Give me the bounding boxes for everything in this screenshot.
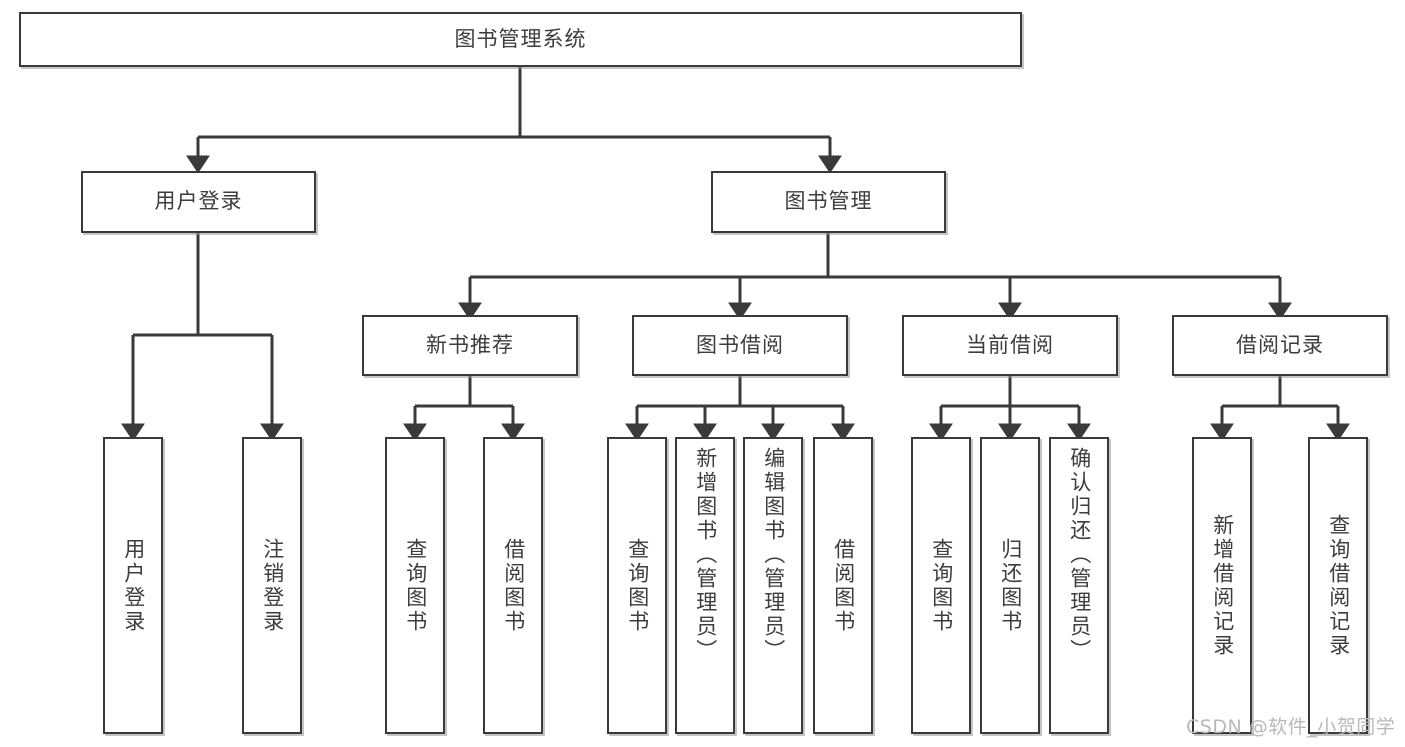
node-leaf-user-login[interactable]: 用户登录 bbox=[103, 437, 163, 734]
node-label: 确认归还（管理员） bbox=[1067, 447, 1092, 663]
node-leaf-logout-login[interactable]: 注销登录 bbox=[242, 437, 302, 734]
node-label: 新增图书（管理员） bbox=[693, 447, 718, 663]
node-borrow-record[interactable]: 借阅记录 bbox=[1172, 315, 1388, 376]
node-label: 新书推荐 bbox=[426, 332, 514, 357]
node-book-borrow[interactable]: 图书借阅 bbox=[632, 315, 848, 376]
node-label: 用户登录 bbox=[121, 537, 146, 634]
node-label: 用户登录 bbox=[154, 189, 243, 214]
node-root-book-management-system[interactable]: 图书管理系统 bbox=[19, 12, 1022, 67]
node-label: 查询图书 bbox=[403, 537, 428, 634]
node-label: 借阅记录 bbox=[1236, 332, 1324, 357]
node-label: 注销登录 bbox=[260, 537, 285, 634]
node-leaf-edit-book-admin[interactable]: 编辑图书（管理员） bbox=[743, 437, 803, 734]
node-leaf-add-book-admin[interactable]: 新增图书（管理员） bbox=[675, 437, 735, 734]
node-label: 查询图书 bbox=[625, 537, 650, 634]
node-label: 查询借阅记录 bbox=[1326, 513, 1351, 658]
node-user-login[interactable]: 用户登录 bbox=[81, 171, 316, 233]
node-label: 借阅图书 bbox=[501, 537, 526, 634]
node-leaf-return-book[interactable]: 归还图书 bbox=[980, 437, 1040, 734]
node-label: 归还图书 bbox=[998, 537, 1023, 634]
node-current-borrow[interactable]: 当前借阅 bbox=[902, 315, 1118, 376]
node-leaf-query-book-borrow[interactable]: 查询图书 bbox=[607, 437, 667, 734]
node-new-book-recommend[interactable]: 新书推荐 bbox=[362, 315, 578, 376]
node-label: 图书管理 bbox=[784, 189, 873, 214]
node-leaf-borrow-book-borrow[interactable]: 借阅图书 bbox=[813, 437, 873, 734]
node-leaf-borrow-book-recommend[interactable]: 借阅图书 bbox=[483, 437, 543, 734]
node-label: 图书借阅 bbox=[696, 332, 784, 357]
node-leaf-add-borrow-record[interactable]: 新增借阅记录 bbox=[1192, 437, 1252, 734]
node-label: 图书管理系统 bbox=[454, 26, 587, 51]
node-label: 借阅图书 bbox=[831, 537, 856, 634]
node-leaf-query-book-current[interactable]: 查询图书 bbox=[911, 437, 971, 734]
node-book-management[interactable]: 图书管理 bbox=[711, 171, 946, 233]
node-leaf-confirm-return-admin[interactable]: 确认归还（管理员） bbox=[1049, 437, 1109, 734]
node-leaf-query-book-recommend[interactable]: 查询图书 bbox=[385, 437, 445, 734]
node-leaf-query-borrow-record[interactable]: 查询借阅记录 bbox=[1308, 437, 1368, 734]
node-label: 新增借阅记录 bbox=[1210, 513, 1235, 658]
node-label: 当前借阅 bbox=[966, 332, 1054, 357]
node-label: 查询图书 bbox=[929, 537, 954, 634]
node-label: 编辑图书（管理员） bbox=[761, 447, 786, 663]
csdn-watermark: CSDN @软件_小贺同学 bbox=[1186, 716, 1396, 738]
